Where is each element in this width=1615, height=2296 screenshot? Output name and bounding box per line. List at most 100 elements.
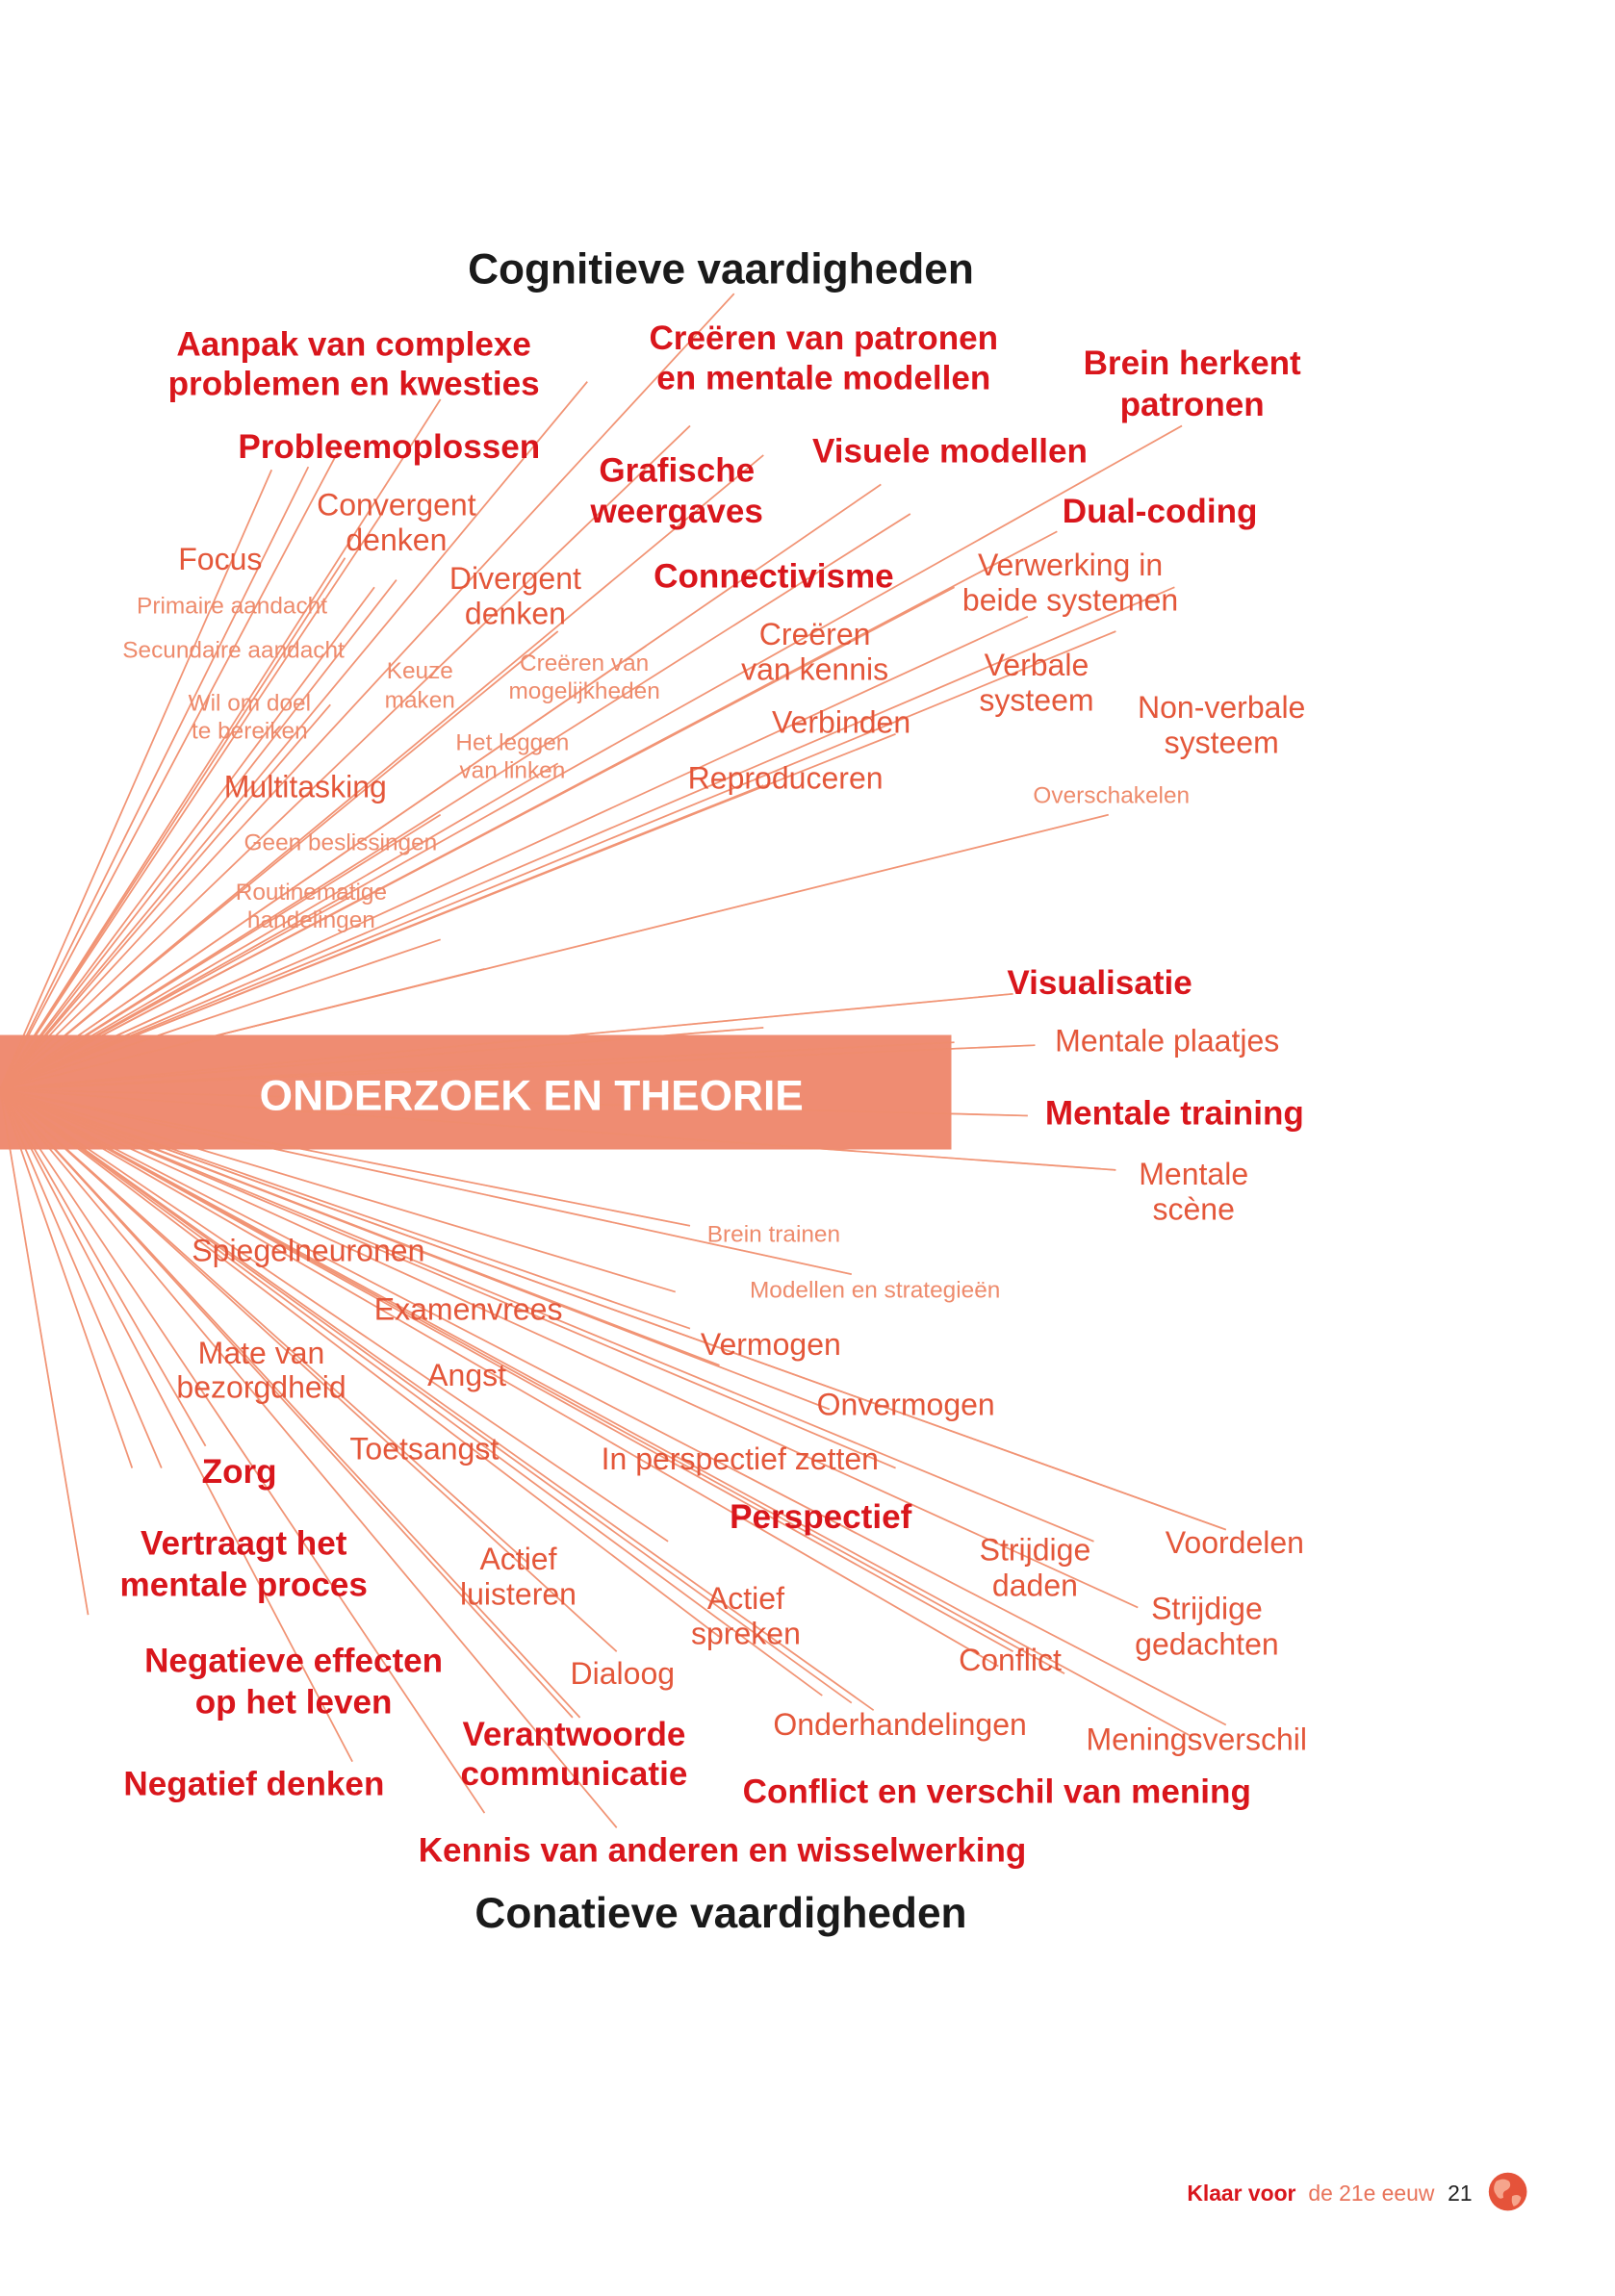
label-line: denken [465,596,566,630]
label-node: Onvermogen [817,1388,995,1422]
label-line: Multitasking [224,769,387,804]
connector-ray [0,1088,1139,1609]
label-line: systeem [1165,726,1279,760]
label-node: Zorg [202,1453,277,1491]
label-node: Visuele modellen [812,433,1088,471]
page-number: 21 [1448,2181,1472,2206]
connector-ray [0,586,375,1090]
label-line: beide systemen [962,583,1178,618]
label-line: van kennis [741,651,888,686]
label-line: Routinematige [236,880,387,906]
label-line: Mentale plaatjes [1055,1023,1279,1058]
label-line: Het leggen [455,730,569,756]
footer-brand: Klaar voor de 21e eeuw [1187,2181,1435,2207]
label-line: Modellen en strategieën [750,1278,1000,1304]
connector-ray [0,579,397,1090]
label-line: Vertraagt het [141,1525,347,1563]
label-line: Non-verbale [1138,690,1305,725]
label-node: Focus [178,542,262,576]
connector-ray [0,454,764,1090]
label-line: Reproduceren [688,760,884,795]
connector-ray [0,814,442,1090]
label-node: Spiegelneuronen [192,1233,424,1267]
label-line: luisteren [460,1576,577,1611]
label-node: Mentale training [1045,1095,1304,1133]
label-line: mogelijkheden [508,678,659,704]
label-line: Examenvrees [374,1291,563,1326]
label-line: Verbinden [772,704,910,739]
label-line: Overschakelen [1033,783,1190,809]
label-node: Visualisatie [1007,964,1192,1002]
label-line: Grafische [599,451,755,489]
connector-ray [0,1088,207,1447]
label-line: Voordelen [1166,1525,1304,1560]
label-line: Kennis van anderen en wisselwerking [419,1831,1027,1869]
connector-ray [0,586,1175,1090]
label-node: Dialoog [571,1656,676,1691]
label-line: weergaves [590,493,763,530]
label-node: Multitasking [224,769,387,804]
label-node: Meningsverschil [1086,1722,1307,1756]
connector-ray [0,424,691,1090]
label-line: Dialoog [571,1656,676,1691]
connector-ray [0,1088,853,1704]
label-line: te bereiken [192,718,308,744]
label-line: Strijdige [1151,1592,1263,1626]
connector-ray [0,1088,529,1565]
label-line: scène [1152,1192,1234,1227]
connector-ray [0,992,1013,1090]
connector-ray [0,1088,896,1469]
label-line: Strijdige [980,1533,1091,1568]
connector-ray [0,1088,691,1227]
label-line: Onderhandelingen [773,1707,1026,1742]
label-node: Dual-coding [1063,493,1258,530]
label-line: van linken [459,758,565,784]
label-line: Meningsverschil [1086,1722,1307,1756]
label-line: Visuele modellen [812,433,1088,471]
connector-ray [0,1088,823,1696]
connector-ray [0,784,764,1090]
label-line: Brein herkent [1084,344,1301,382]
connector-ray [0,1088,134,1468]
label-line: Negatieve effecten [144,1643,443,1680]
label-line: Conflict [959,1643,1062,1677]
label-line: Toetsangst [349,1431,499,1466]
connector-ray [0,953,295,1090]
label-line: systeem [979,682,1093,717]
connector-ray [0,1041,955,1090]
label-line: Wil om doel [189,690,311,716]
connector-ray [0,1088,163,1468]
connector-ray [0,381,588,1090]
label-line: Negatief denken [123,1766,384,1803]
connector-ray [0,1088,1094,1543]
label-line: patronen [1120,386,1265,423]
connector-ray [0,557,346,1090]
label-line: Creëren van patronen [649,319,998,357]
label-line: bezorgdheid [176,1369,346,1404]
label-line: In perspectief zetten [602,1441,879,1476]
label-node: Primaire aandacht [137,594,327,620]
label-line: Actief [479,1542,556,1576]
connector-ray [0,1088,720,1366]
connector-ray [0,762,559,1090]
label-node: Geen beslissingen [244,829,438,855]
label-line: Spiegelneuronen [192,1233,424,1267]
connector-ray [0,293,735,1090]
label-node: Brein trainen [707,1222,840,1248]
connector-ray [0,645,647,1090]
label-line: Connectivisme [654,557,894,595]
label-node: Brein herkent patronen [1084,344,1301,423]
label-node: Vermogen [701,1327,841,1362]
label-line: Visualisatie [1007,964,1192,1002]
connector-ray [0,1088,618,1828]
